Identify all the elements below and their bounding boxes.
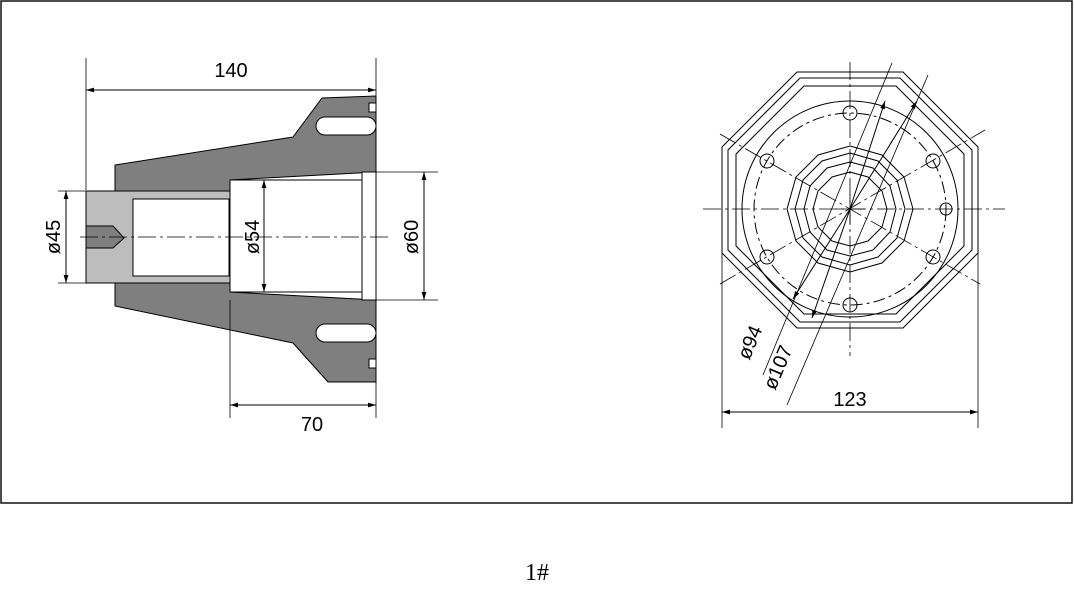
end-view: ø94 ø107 123 (703, 62, 1005, 428)
bolt-hole (759, 153, 775, 169)
side-view: 140 70 ø45 ø54 ø60 (43, 58, 438, 436)
slot-bottom (315, 323, 377, 343)
dim-dia-54: ø54 (242, 220, 264, 254)
dim-inner-length: 70 (301, 414, 323, 436)
dim-overall-length: 140 (214, 60, 247, 82)
side-bore (229, 179, 377, 293)
drawing-border (0, 0, 1073, 504)
dim-outer-dia: ø107 (759, 342, 797, 393)
dim-dia-60: ø60 (401, 220, 423, 254)
side-cavity (132, 198, 230, 277)
slot-top (315, 116, 377, 136)
dim-dia-45: ø45 (43, 220, 65, 254)
side-flange-bore (361, 171, 377, 301)
bolt-hole (925, 249, 941, 265)
bolt-hole (925, 153, 941, 169)
drawing-caption: 1# (525, 560, 549, 586)
dim-width-across-flats: 123 (833, 389, 866, 411)
outer-octagon (721, 71, 979, 329)
bolt-hole (759, 249, 775, 265)
dim-bolt-circle: ø94 (734, 322, 768, 362)
